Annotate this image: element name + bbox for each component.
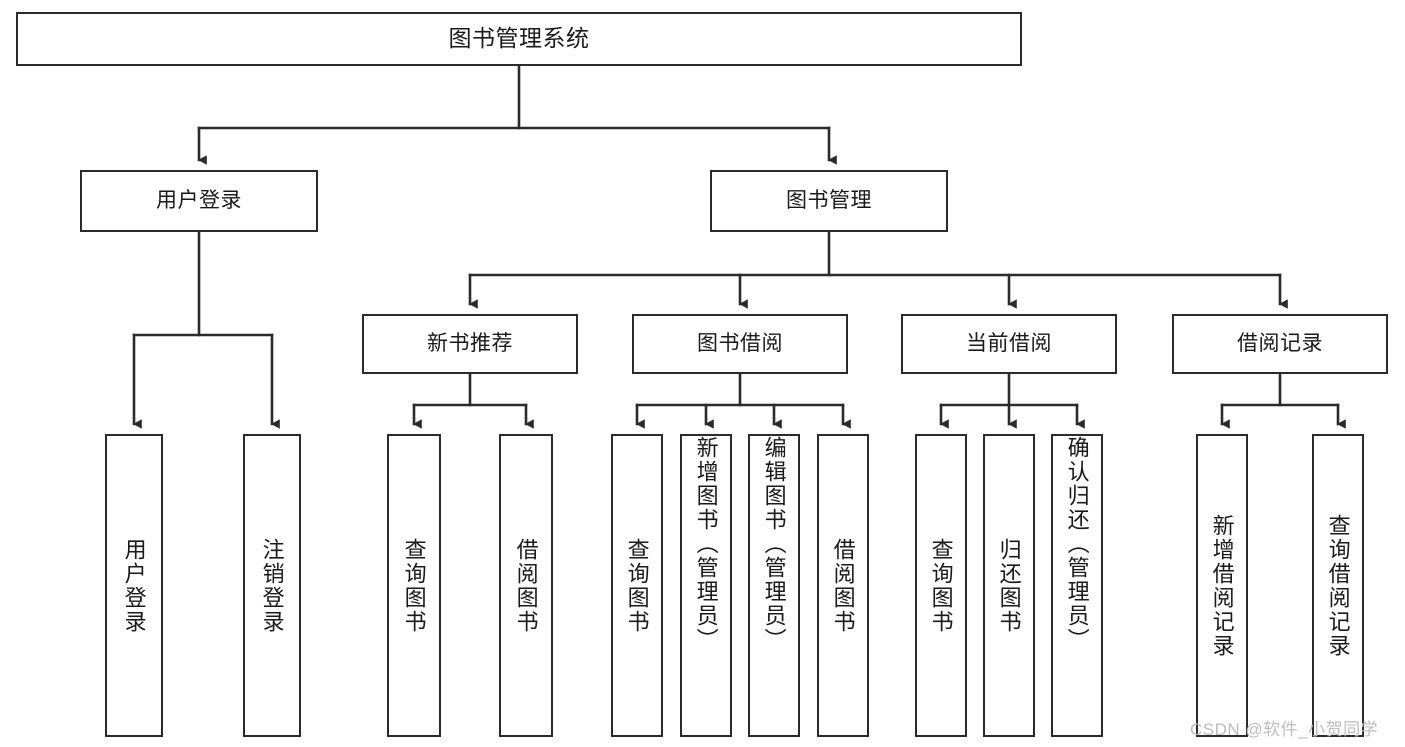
node-label: 新增借阅记录 — [1209, 513, 1235, 658]
node-label: 查询图书 — [401, 537, 427, 634]
node-borrow-record[interactable]: 借阅记录 — [1172, 314, 1388, 374]
node-leaf-query-record[interactable]: 查询借阅记录 — [1312, 434, 1364, 737]
node-label: 图书管理系统 — [448, 25, 590, 52]
node-label: 图书借阅 — [697, 331, 783, 355]
node-leaf-add-record[interactable]: 新增借阅记录 — [1196, 434, 1248, 737]
node-label: 当前借阅 — [966, 331, 1052, 355]
node-root-system[interactable]: 图书管理系统 — [16, 12, 1022, 66]
node-leaf-user-login[interactable]: 用户登录 — [105, 434, 163, 737]
node-user-login[interactable]: 用户登录 — [80, 170, 318, 232]
node-label: 查询借阅记录 — [1325, 513, 1351, 658]
node-book-manage[interactable]: 图书管理 — [710, 170, 948, 232]
node-label: 编辑图书（管理员） — [761, 436, 787, 652]
node-label: 用户登录 — [156, 188, 242, 212]
node-new-book-rec[interactable]: 新书推荐 — [362, 314, 578, 374]
node-leaf-add-book[interactable]: 新增图书（管理员） — [680, 434, 732, 737]
node-leaf-query-book-3[interactable]: 查询图书 — [915, 434, 967, 737]
node-leaf-edit-book[interactable]: 编辑图书（管理员） — [748, 434, 800, 737]
node-label: 借阅图书 — [830, 537, 856, 634]
node-label: 借阅图书 — [513, 537, 539, 634]
node-label: 归还图书 — [996, 537, 1022, 634]
node-label: 注销登录 — [259, 537, 285, 634]
node-leaf-confirm-return[interactable]: 确认归还（管理员） — [1051, 434, 1103, 737]
node-label: 新书推荐 — [427, 331, 513, 355]
watermark-text: CSDN @软件_小贺同学 — [1190, 720, 1379, 739]
node-leaf-query-book-1[interactable]: 查询图书 — [387, 434, 441, 737]
node-leaf-borrow-book-1[interactable]: 借阅图书 — [499, 434, 553, 737]
node-label: 用户登录 — [121, 537, 147, 634]
node-leaf-user-logout[interactable]: 注销登录 — [243, 434, 301, 737]
node-current-borrow[interactable]: 当前借阅 — [901, 314, 1117, 374]
node-label: 新增图书（管理员） — [693, 436, 719, 652]
node-leaf-query-book-2[interactable]: 查询图书 — [611, 434, 663, 737]
node-leaf-borrow-book-2[interactable]: 借阅图书 — [817, 434, 869, 737]
node-leaf-return-book[interactable]: 归还图书 — [983, 434, 1035, 737]
node-label: 查询图书 — [624, 537, 650, 634]
node-label: 借阅记录 — [1237, 331, 1323, 355]
node-label: 图书管理 — [786, 188, 872, 212]
node-label: 确认归还（管理员） — [1064, 436, 1090, 652]
node-book-borrow[interactable]: 图书借阅 — [632, 314, 848, 374]
node-label: 查询图书 — [928, 537, 954, 634]
